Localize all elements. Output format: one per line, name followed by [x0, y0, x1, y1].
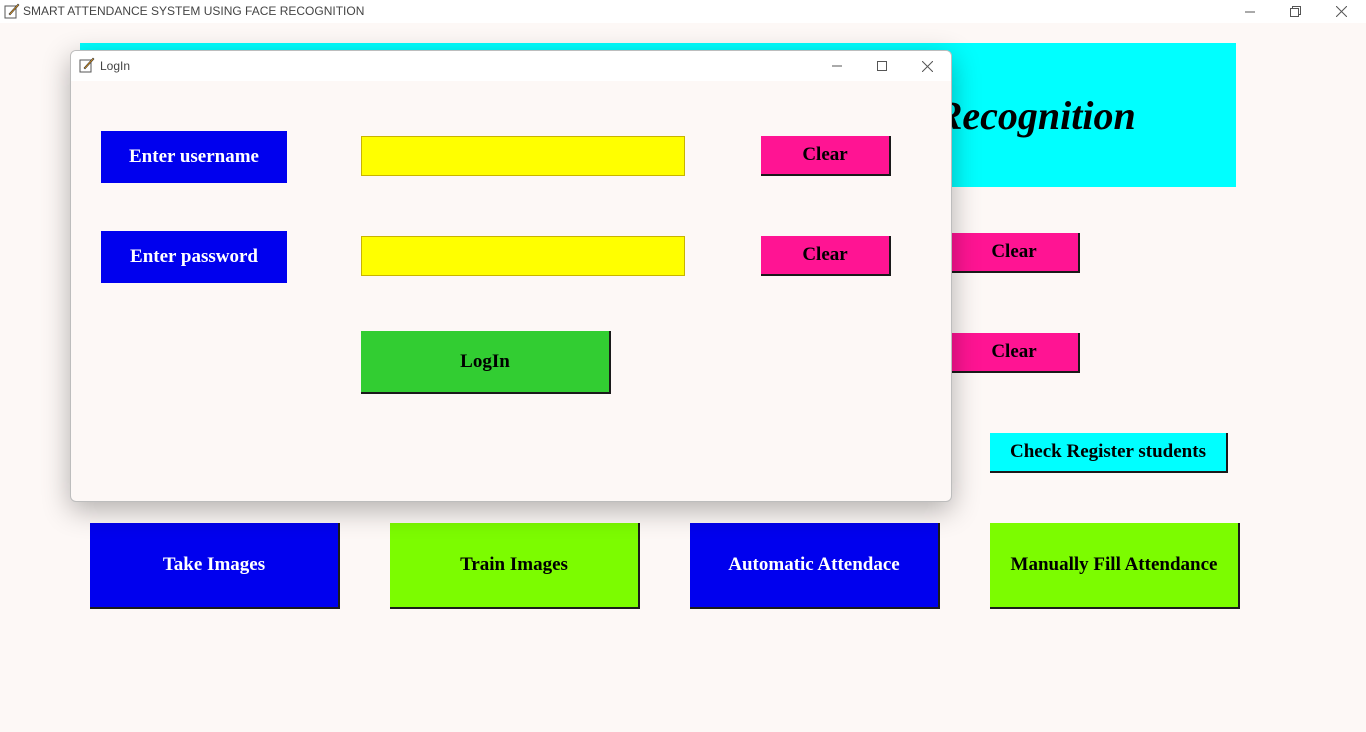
- minimize-icon[interactable]: [1227, 0, 1273, 23]
- minimize-icon[interactable]: [814, 51, 859, 81]
- login-dialog-title: LogIn: [100, 59, 131, 73]
- close-icon[interactable]: [1318, 0, 1364, 23]
- password-label: Enter password: [101, 231, 287, 283]
- login-dialog: LogIn Enter username Clear Enter passwor…: [70, 50, 952, 502]
- manually-fill-attendance-button[interactable]: Manually Fill Attendance: [990, 523, 1240, 609]
- check-register-students-button[interactable]: Check Register students: [990, 433, 1228, 473]
- main-window-titlebar: SMART ATTENDANCE SYSTEM USING FACE RECOG…: [0, 0, 1366, 23]
- login-button[interactable]: LogIn: [361, 331, 611, 394]
- close-icon[interactable]: [905, 51, 950, 81]
- login-dialog-titlebar: LogIn: [71, 51, 951, 81]
- feather-pen-icon: [4, 3, 20, 19]
- automatic-attendance-button[interactable]: Automatic Attendace: [690, 523, 940, 609]
- main-window-title: SMART ATTENDANCE SYSTEM USING FACE RECOG…: [23, 4, 365, 18]
- clear-username-button[interactable]: Clear: [761, 136, 891, 176]
- clear-button[interactable]: Clear: [950, 333, 1080, 373]
- username-input[interactable]: [361, 136, 685, 176]
- username-label: Enter username: [101, 131, 287, 183]
- maximize-icon[interactable]: [859, 51, 904, 81]
- take-images-button[interactable]: Take Images: [90, 523, 340, 609]
- train-images-button[interactable]: Train Images: [390, 523, 640, 609]
- restore-icon[interactable]: [1272, 0, 1318, 23]
- clear-password-button[interactable]: Clear: [761, 236, 891, 276]
- clear-button[interactable]: Clear: [950, 233, 1080, 273]
- feather-pen-icon: [79, 57, 95, 73]
- password-input[interactable]: [361, 236, 685, 276]
